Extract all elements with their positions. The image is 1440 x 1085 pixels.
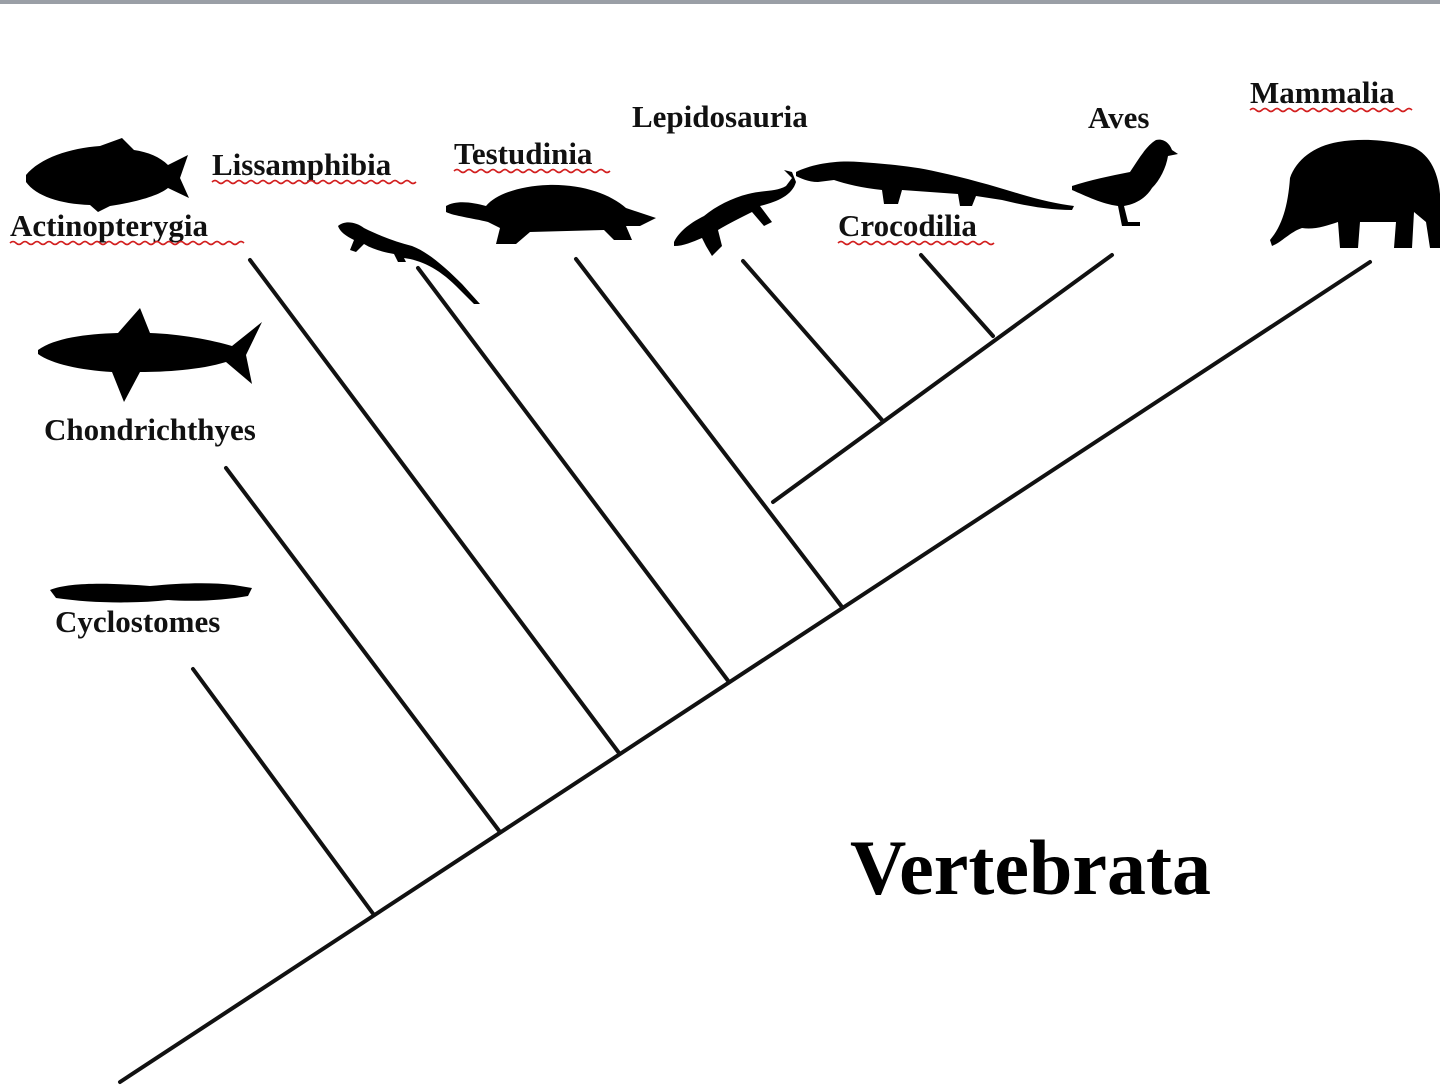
label-crocodilia: Crocodilia xyxy=(838,208,977,243)
label-mammalia: Mammalia xyxy=(1250,75,1395,110)
branch-lissamphibia xyxy=(416,266,731,684)
branch-archosaur-lepidosaur-clade xyxy=(771,253,1114,504)
turtle-icon xyxy=(446,184,656,244)
label-lissamphibia: Lissamphibia xyxy=(212,147,392,182)
taxon-labels: Actinopterygia Lissamphibia Testudinia L… xyxy=(9,75,1413,639)
salamander-icon xyxy=(338,222,480,304)
spellcheck-underline xyxy=(211,179,417,185)
label-testudinia: Testudinia xyxy=(454,136,593,171)
crocodile-icon xyxy=(796,161,1074,210)
shark-icon xyxy=(38,308,262,402)
bird-icon xyxy=(1072,139,1178,226)
label-lepidosauria: Lepidosauria xyxy=(632,99,808,134)
trunk-branch xyxy=(118,260,1372,1084)
branch-crocodilia xyxy=(919,253,995,338)
spellcheck-underline xyxy=(837,240,995,246)
label-cyclostomes: Cyclostomes xyxy=(55,604,220,639)
top-border xyxy=(0,0,1440,4)
label-aves: Aves xyxy=(1088,100,1149,135)
elephant-icon xyxy=(1270,139,1440,248)
spellcheck-underline xyxy=(1249,107,1413,113)
silhouettes xyxy=(26,138,1440,603)
branch-chondrichthyes xyxy=(224,466,502,834)
spellcheck-underline xyxy=(9,240,245,246)
label-chondrichthyes: Chondrichthyes xyxy=(44,412,256,447)
lamprey-icon xyxy=(50,583,252,603)
label-actinopterygia: Actinopterygia xyxy=(10,208,209,243)
spellcheck-underline xyxy=(453,168,611,174)
branch-lepidosauria xyxy=(741,259,884,422)
fish-icon xyxy=(26,138,189,212)
lizard-icon xyxy=(674,170,796,256)
group-title: Vertebrata xyxy=(850,824,1211,911)
branch-cyclostomes xyxy=(191,667,376,917)
branch-actinopterygia xyxy=(248,258,621,755)
branch-testudinia xyxy=(574,257,844,609)
branches xyxy=(118,253,1372,1084)
